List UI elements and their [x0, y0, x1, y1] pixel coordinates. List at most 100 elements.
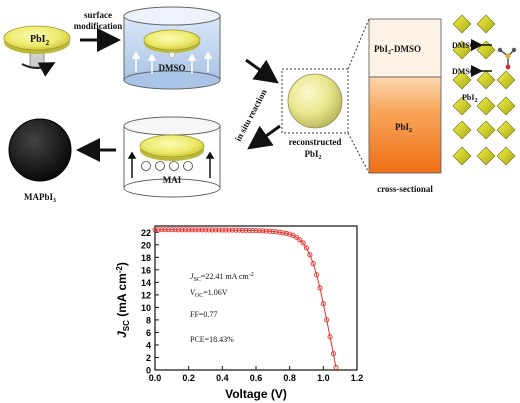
data-point [327, 334, 333, 340]
data-point [155, 227, 161, 233]
pbi6-octahedron [452, 120, 472, 140]
y-tick-label: 4 [146, 340, 151, 350]
crystal-labels: DMSO DMSO PbI2 [452, 39, 517, 104]
in-situ-reaction-arrow: in situ reaction [233, 88, 281, 150]
crystal-dmso-1: DMSO [452, 41, 476, 50]
mapbi3-label: MAPbI3 [24, 192, 56, 204]
data-point [209, 227, 215, 233]
data-point [199, 227, 205, 233]
y-tick-label: 20 [141, 240, 151, 250]
data-point [186, 227, 192, 233]
jv-curve [155, 229, 337, 368]
data-point [266, 228, 273, 234]
data-point [162, 227, 168, 233]
data-point [233, 227, 239, 233]
data-point [277, 229, 283, 235]
arrow-to-reconstructed [245, 58, 279, 84]
reconstructed-label-line1: reconstructed [289, 137, 342, 147]
data-point [320, 301, 326, 307]
data-point [213, 227, 219, 233]
plot-frame [154, 225, 358, 371]
crystal-structure [452, 14, 516, 166]
data-point [330, 351, 336, 357]
y-axis-label: JSC (mA cm-2) [115, 262, 131, 338]
pbi6-octahedron [496, 96, 516, 116]
in-situ-label: in situ reaction [233, 88, 269, 143]
data-point [270, 228, 276, 235]
pbi6-octahedron [476, 40, 496, 60]
pbi6-octahedron [452, 40, 472, 60]
cross-top-label: PbI2-DMSO [374, 44, 421, 56]
data-point [229, 227, 235, 233]
cross-section: PbI2-DMSO PbI2 cross-sectional [368, 18, 442, 194]
data-point [303, 245, 310, 251]
pbi6-octahedron [452, 14, 472, 34]
data-point [223, 227, 229, 233]
data-point [196, 227, 202, 233]
pbi6-octahedron [452, 146, 472, 166]
y-tick-label: 6 [146, 328, 151, 338]
data-point [216, 227, 222, 233]
data-point [307, 252, 313, 258]
data-point [300, 240, 306, 246]
crystal-pbi2-label: PbI2 [462, 93, 477, 104]
dmso-beaker: DMSO [123, 6, 221, 90]
data-point [202, 227, 209, 233]
dmso-molecule-icon [497, 47, 517, 70]
metrics-annotations: JSC=22.41 mA cm-2 VOC=1.06V FF=0.77 PCE=… [190, 272, 254, 344]
data-point [172, 227, 178, 233]
x-tick-label: 0.6 [250, 373, 263, 383]
reconstructed-pbi2: reconstructed PbI2 [281, 68, 349, 161]
y-tick-label: 2 [146, 353, 151, 363]
reconstructed-label-line2: PbI2 [304, 149, 321, 161]
x-tick-label: 0.8 [283, 373, 296, 383]
annotation-voc: VOC=1.06V [190, 288, 228, 299]
dmso-label: DMSO [159, 63, 186, 73]
x-tick-label: 0.4 [216, 373, 229, 383]
data-point [250, 227, 256, 234]
data-point [260, 228, 266, 234]
jv-markers [152, 227, 339, 371]
pbi6-octahedron [476, 120, 496, 140]
annotation-ff: FF=0.77 [190, 310, 217, 319]
y-tick-label: 12 [141, 290, 151, 300]
x-tick-label: 0.0 [149, 373, 162, 383]
pbi6-octahedron [476, 70, 496, 90]
data-point [152, 227, 158, 233]
data-point [182, 227, 188, 233]
data-point [189, 227, 195, 233]
data-point [310, 261, 316, 267]
arrow1-label-line1: surface [84, 10, 112, 20]
annotation-pce: PCE=18.43% [190, 335, 234, 344]
pbi6-octahedron [476, 96, 496, 116]
pbi6-octahedron [452, 96, 472, 116]
data-point [179, 227, 185, 233]
pbi6-octahedron [476, 14, 496, 34]
data-point [246, 227, 252, 233]
zoom-lines [347, 18, 370, 174]
data-point [226, 227, 232, 233]
data-point [169, 227, 175, 233]
data-point [192, 227, 198, 233]
y-tick-label: 8 [146, 315, 151, 325]
x-axis-label: Voltage (V) [225, 387, 287, 401]
arrow1-label-line2: modification [74, 21, 123, 31]
x-tick-label: 0.2 [182, 373, 195, 383]
pbi6-octahedron [496, 146, 516, 166]
y-tick-label: 18 [141, 253, 151, 263]
pbi6-octahedron [496, 70, 516, 90]
data-point [263, 228, 269, 234]
data-point [324, 317, 330, 323]
pbi6-octahedron [452, 70, 472, 90]
data-point [239, 227, 246, 233]
data-point [236, 227, 242, 233]
pbi2-spin-disk: PbI2 [3, 25, 71, 77]
mai-label: MAI [163, 175, 182, 185]
y-tick-label: 16 [141, 265, 151, 275]
pbi2-disk-label: PbI2 [30, 34, 50, 47]
crystal-dmso-2: DMSO [452, 67, 476, 76]
data-point [333, 364, 339, 371]
